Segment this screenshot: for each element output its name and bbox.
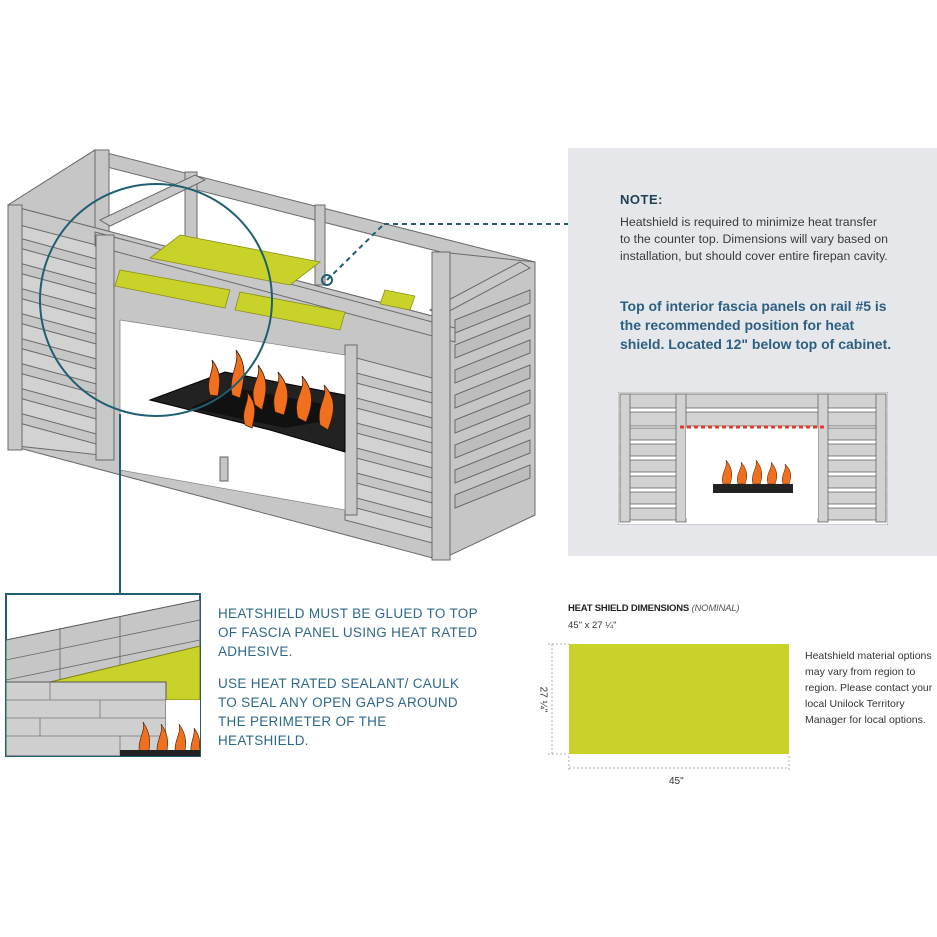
zoom-callout bbox=[39, 183, 273, 594]
note-emphasis: Top of interior fascia panels on rail #5… bbox=[620, 298, 892, 352]
side-slats bbox=[454, 289, 531, 509]
note-body: Heatshield is required to minimize heat … bbox=[620, 215, 888, 263]
dimension-width: 45" bbox=[669, 776, 684, 787]
material-note: Heatshield material options may vary fro… bbox=[805, 650, 933, 726]
front-slats bbox=[7, 219, 441, 546]
instruction-seal: USE HEAT RATED SEALANT/ CAULK TO SEAL AN… bbox=[218, 676, 460, 748]
front-view-inset bbox=[618, 392, 888, 525]
note-title: NOTE: bbox=[620, 192, 663, 207]
zoom-detail bbox=[5, 593, 201, 757]
dimension-height: 27 ¼" bbox=[537, 686, 549, 713]
heatshield-swatch bbox=[569, 644, 789, 754]
note-leader-line bbox=[321, 223, 568, 286]
support-bracket bbox=[219, 456, 229, 482]
flame-icon bbox=[208, 349, 334, 431]
dimension-lines bbox=[548, 643, 790, 772]
instruction-glue: HEATSHIELD MUST BE GLUED TO TOP OF FASCI… bbox=[218, 606, 478, 659]
heatshield-panel bbox=[114, 234, 416, 331]
dimensions-title: HEAT SHIELD DIMENSIONS (NOMINAL) bbox=[568, 603, 740, 614]
dimensions-size: 45" x 27 ¼" bbox=[568, 620, 617, 631]
